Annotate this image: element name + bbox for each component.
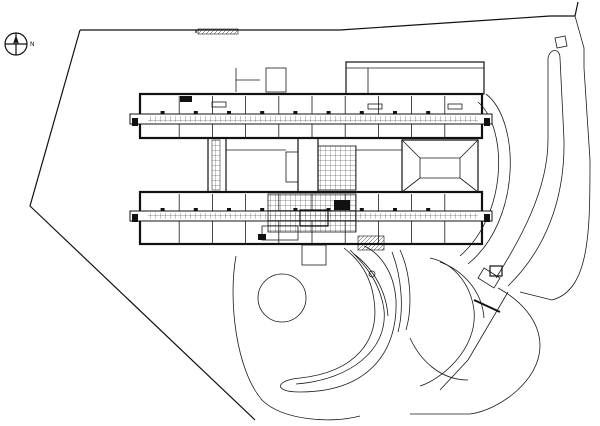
lower-bay-door <box>227 208 231 211</box>
corner-marker <box>554 35 568 49</box>
driveway <box>410 50 591 415</box>
central-block <box>207 137 479 233</box>
north-annex <box>345 61 485 95</box>
lower-bay-door <box>193 208 198 211</box>
central-atrium <box>317 145 357 191</box>
roundabout-circle <box>257 273 307 323</box>
lower-bay-door <box>359 208 364 211</box>
upper-bay-door <box>426 111 431 114</box>
landscape <box>232 235 485 421</box>
lower-bay-door <box>426 208 431 211</box>
north-label: N <box>30 41 35 48</box>
gate-block <box>477 267 501 289</box>
upper-bay-door <box>227 111 231 114</box>
reception-desk <box>299 209 329 227</box>
curved-ramp <box>280 245 397 393</box>
upper-bay-door <box>359 111 364 114</box>
lower-bay-door <box>160 208 165 211</box>
lower-bay-door <box>393 208 397 211</box>
upper-bay-door <box>293 111 298 114</box>
outbuildings <box>235 61 485 95</box>
north-arrow: N <box>4 32 35 56</box>
roof-pavilion <box>401 139 479 193</box>
site-boundary <box>29 1 585 421</box>
upper-bay-door <box>326 111 331 114</box>
upper-bay-door <box>193 111 198 114</box>
stair-core <box>285 151 299 183</box>
upper-bay-door <box>160 111 165 114</box>
north-arrow-head <box>13 35 19 44</box>
entry-canopy <box>301 244 327 266</box>
upper-bay-door <box>393 111 397 114</box>
lower-bay-door <box>260 208 265 211</box>
gatehouse <box>489 265 503 277</box>
upper-wing <box>129 92 493 140</box>
boundary-hatched-segment <box>197 28 239 35</box>
upper-bay-door <box>260 111 265 114</box>
barrier <box>473 299 501 313</box>
